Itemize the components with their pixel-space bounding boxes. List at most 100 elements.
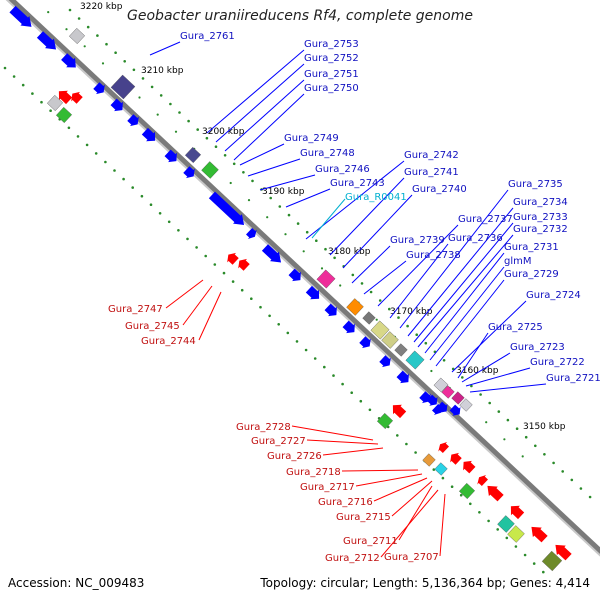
tick-dot (47, 11, 50, 14)
feature-box (458, 482, 476, 500)
forward-gene-label: Gura_2752 (304, 53, 359, 64)
forward-gene-label: Gura_2725 (488, 322, 543, 333)
reverse-gene-leaders (165, 279, 446, 558)
tick-dot (570, 478, 574, 482)
forward-gene-leader (424, 252, 505, 354)
tick-dot (534, 444, 537, 448)
forward-gene-leader (259, 174, 316, 191)
forward-gene-leader (407, 207, 514, 337)
tick-dot (396, 434, 399, 437)
forward-gene-label: Gura_2746 (315, 164, 370, 175)
feature-box (451, 391, 465, 405)
reverse-gene-label: Gura_2707 (384, 552, 439, 563)
scale-label: 3180 kbp (328, 247, 371, 257)
reverse-gene-arrow (58, 90, 73, 105)
forward-gene-leader (461, 352, 511, 383)
tick-dot (205, 136, 209, 140)
tick-dot (406, 324, 409, 328)
feature-box (55, 106, 73, 124)
forward-gene-leader (239, 143, 285, 166)
reverse-gene-arrow (510, 505, 525, 520)
reverse-gene-arrow (450, 452, 462, 465)
tick-dot (186, 237, 189, 241)
tick-dot (341, 382, 344, 386)
forward-gene-arrow (436, 401, 448, 413)
forward-gene-leader (363, 260, 407, 295)
reverse-gene-leader (291, 425, 374, 441)
forward-gene-leader (435, 279, 505, 367)
tick-dot (113, 169, 116, 172)
genome-summary: Topology: circular; Length: 5,136,364 bp… (260, 576, 590, 590)
reverse-gene-label: Gura_2744 (141, 336, 196, 347)
forward-gene-arrow (426, 394, 438, 406)
tick-dot (588, 495, 592, 499)
tick-dot (250, 297, 253, 301)
feature-box (346, 298, 364, 316)
reverse-gene-label: Gura_2728 (236, 422, 291, 433)
feature-box (370, 320, 390, 340)
forward-gene-leader (451, 300, 527, 373)
reverse-gene-label: Gura_2745 (125, 321, 180, 332)
forward-gene-label: Gura_2722 (530, 357, 585, 368)
forward-gene-label: Gura_2721 (546, 373, 600, 384)
reverse-gene-arrow (438, 441, 449, 454)
tick-dot (459, 493, 463, 497)
tick-dot (313, 357, 317, 360)
tick-dot (488, 401, 492, 405)
tick-dot (85, 143, 89, 147)
tick-dot (12, 75, 16, 78)
forward-gene-leader (399, 189, 509, 329)
tick-dot (450, 485, 454, 489)
forward-gene-arrow (379, 355, 391, 368)
tick-dot (131, 186, 134, 189)
genome-backbone-shadow (5, 0, 600, 557)
tick-dot (76, 135, 80, 138)
tick-dot (323, 365, 326, 369)
scale-label: 3150 kbp (523, 422, 566, 432)
forward-gene-leader (247, 158, 301, 177)
reverse-gene-label: Gura_2712 (325, 553, 380, 564)
tick-dot (167, 220, 171, 224)
tick-dot (503, 438, 506, 441)
rna-gene-leader (311, 198, 346, 239)
forward-gene-label: Gura_2737 (458, 214, 513, 225)
forward-gene-arrow (110, 98, 123, 112)
scale-label: 3170 kbp (390, 307, 433, 317)
forward-gene-arrow (127, 114, 139, 127)
feature-box (459, 398, 473, 412)
forward-gene-label: Gura_2731 (504, 242, 559, 253)
feature-box (497, 515, 515, 533)
forward-gene-label: Gura_2761 (180, 31, 235, 42)
scale-label: 3210 kbp (141, 66, 184, 76)
tick-dot (542, 570, 545, 574)
forward-gene-arrow (36, 31, 57, 50)
forward-gene-leader (389, 243, 449, 319)
reverse-gene-leader (182, 285, 213, 326)
forward-gene-leader (206, 49, 305, 134)
reverse-gene-arrow (238, 258, 250, 271)
tick-dot (104, 160, 107, 164)
forward-gene-label: Gura_2733 (513, 212, 568, 223)
tick-dot (515, 427, 519, 431)
tick-dot (350, 391, 354, 395)
tick-dot (332, 374, 335, 377)
forward-gene-arrow (9, 5, 32, 27)
reverse-gene-label: Gura_2718 (286, 467, 341, 478)
tick-dot (141, 77, 145, 80)
forward-gene-label: Gura_2749 (284, 133, 339, 144)
forward-gene-label: Gura_2729 (504, 269, 559, 280)
tick-dot (277, 323, 281, 326)
tick-dot (296, 222, 300, 225)
tick-dot (169, 102, 172, 106)
forward-gene-leader (469, 383, 547, 393)
reverse-gene-label: Gura_2717 (300, 482, 355, 493)
reverse-gene-label: Gura_2747 (108, 304, 163, 315)
forward-gene-label: Gura_2732 (513, 224, 568, 235)
tick-dot (432, 468, 436, 471)
forward-gene-arrow (61, 53, 76, 68)
forward-gene-label: Gura_2736 (448, 233, 503, 244)
tick-dot (195, 246, 198, 249)
feature-box (201, 161, 219, 179)
tick-dot (269, 196, 273, 200)
